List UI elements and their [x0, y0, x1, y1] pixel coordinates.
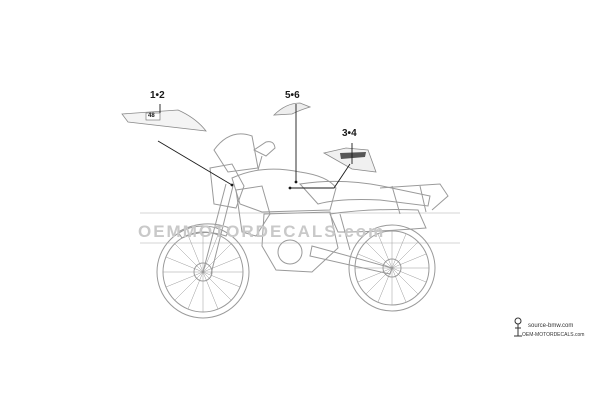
decal-1-2: [121, 109, 207, 132]
callout-5-6: 5•6: [285, 90, 300, 101]
decal-number: 48: [148, 113, 155, 119]
callout-3-4: 3•4: [342, 128, 357, 139]
tank-panel: [231, 168, 337, 213]
front-fender: [177, 223, 231, 239]
engine: [261, 211, 339, 273]
rear-shock: [339, 213, 351, 251]
exhaust: [329, 209, 427, 233]
leader-line-3-4: [290, 143, 353, 189]
front-fork: [202, 183, 234, 275]
decal-5-6: [272, 102, 312, 116]
engine-cover: [277, 239, 303, 265]
source-line-1: source-bmw.com: [528, 323, 574, 329]
target-dot: [230, 183, 234, 187]
source-line-2: OEM-MOTORDECALS.com: [522, 332, 585, 338]
callout-1-2: 1•2: [150, 90, 165, 101]
source-logo-icon: [514, 317, 522, 337]
leader-line-1-2-target: [157, 140, 233, 186]
watermark-text: OEMMOTORDECALS.com: [138, 222, 386, 241]
mirror: [253, 141, 276, 171]
target-dot: [294, 180, 298, 184]
windscreen: [213, 133, 259, 173]
seat: [299, 180, 431, 207]
target-dot: [288, 186, 292, 190]
swingarm: [309, 245, 393, 275]
decal-3-4: [322, 147, 377, 173]
front-fairing: [209, 163, 245, 209]
